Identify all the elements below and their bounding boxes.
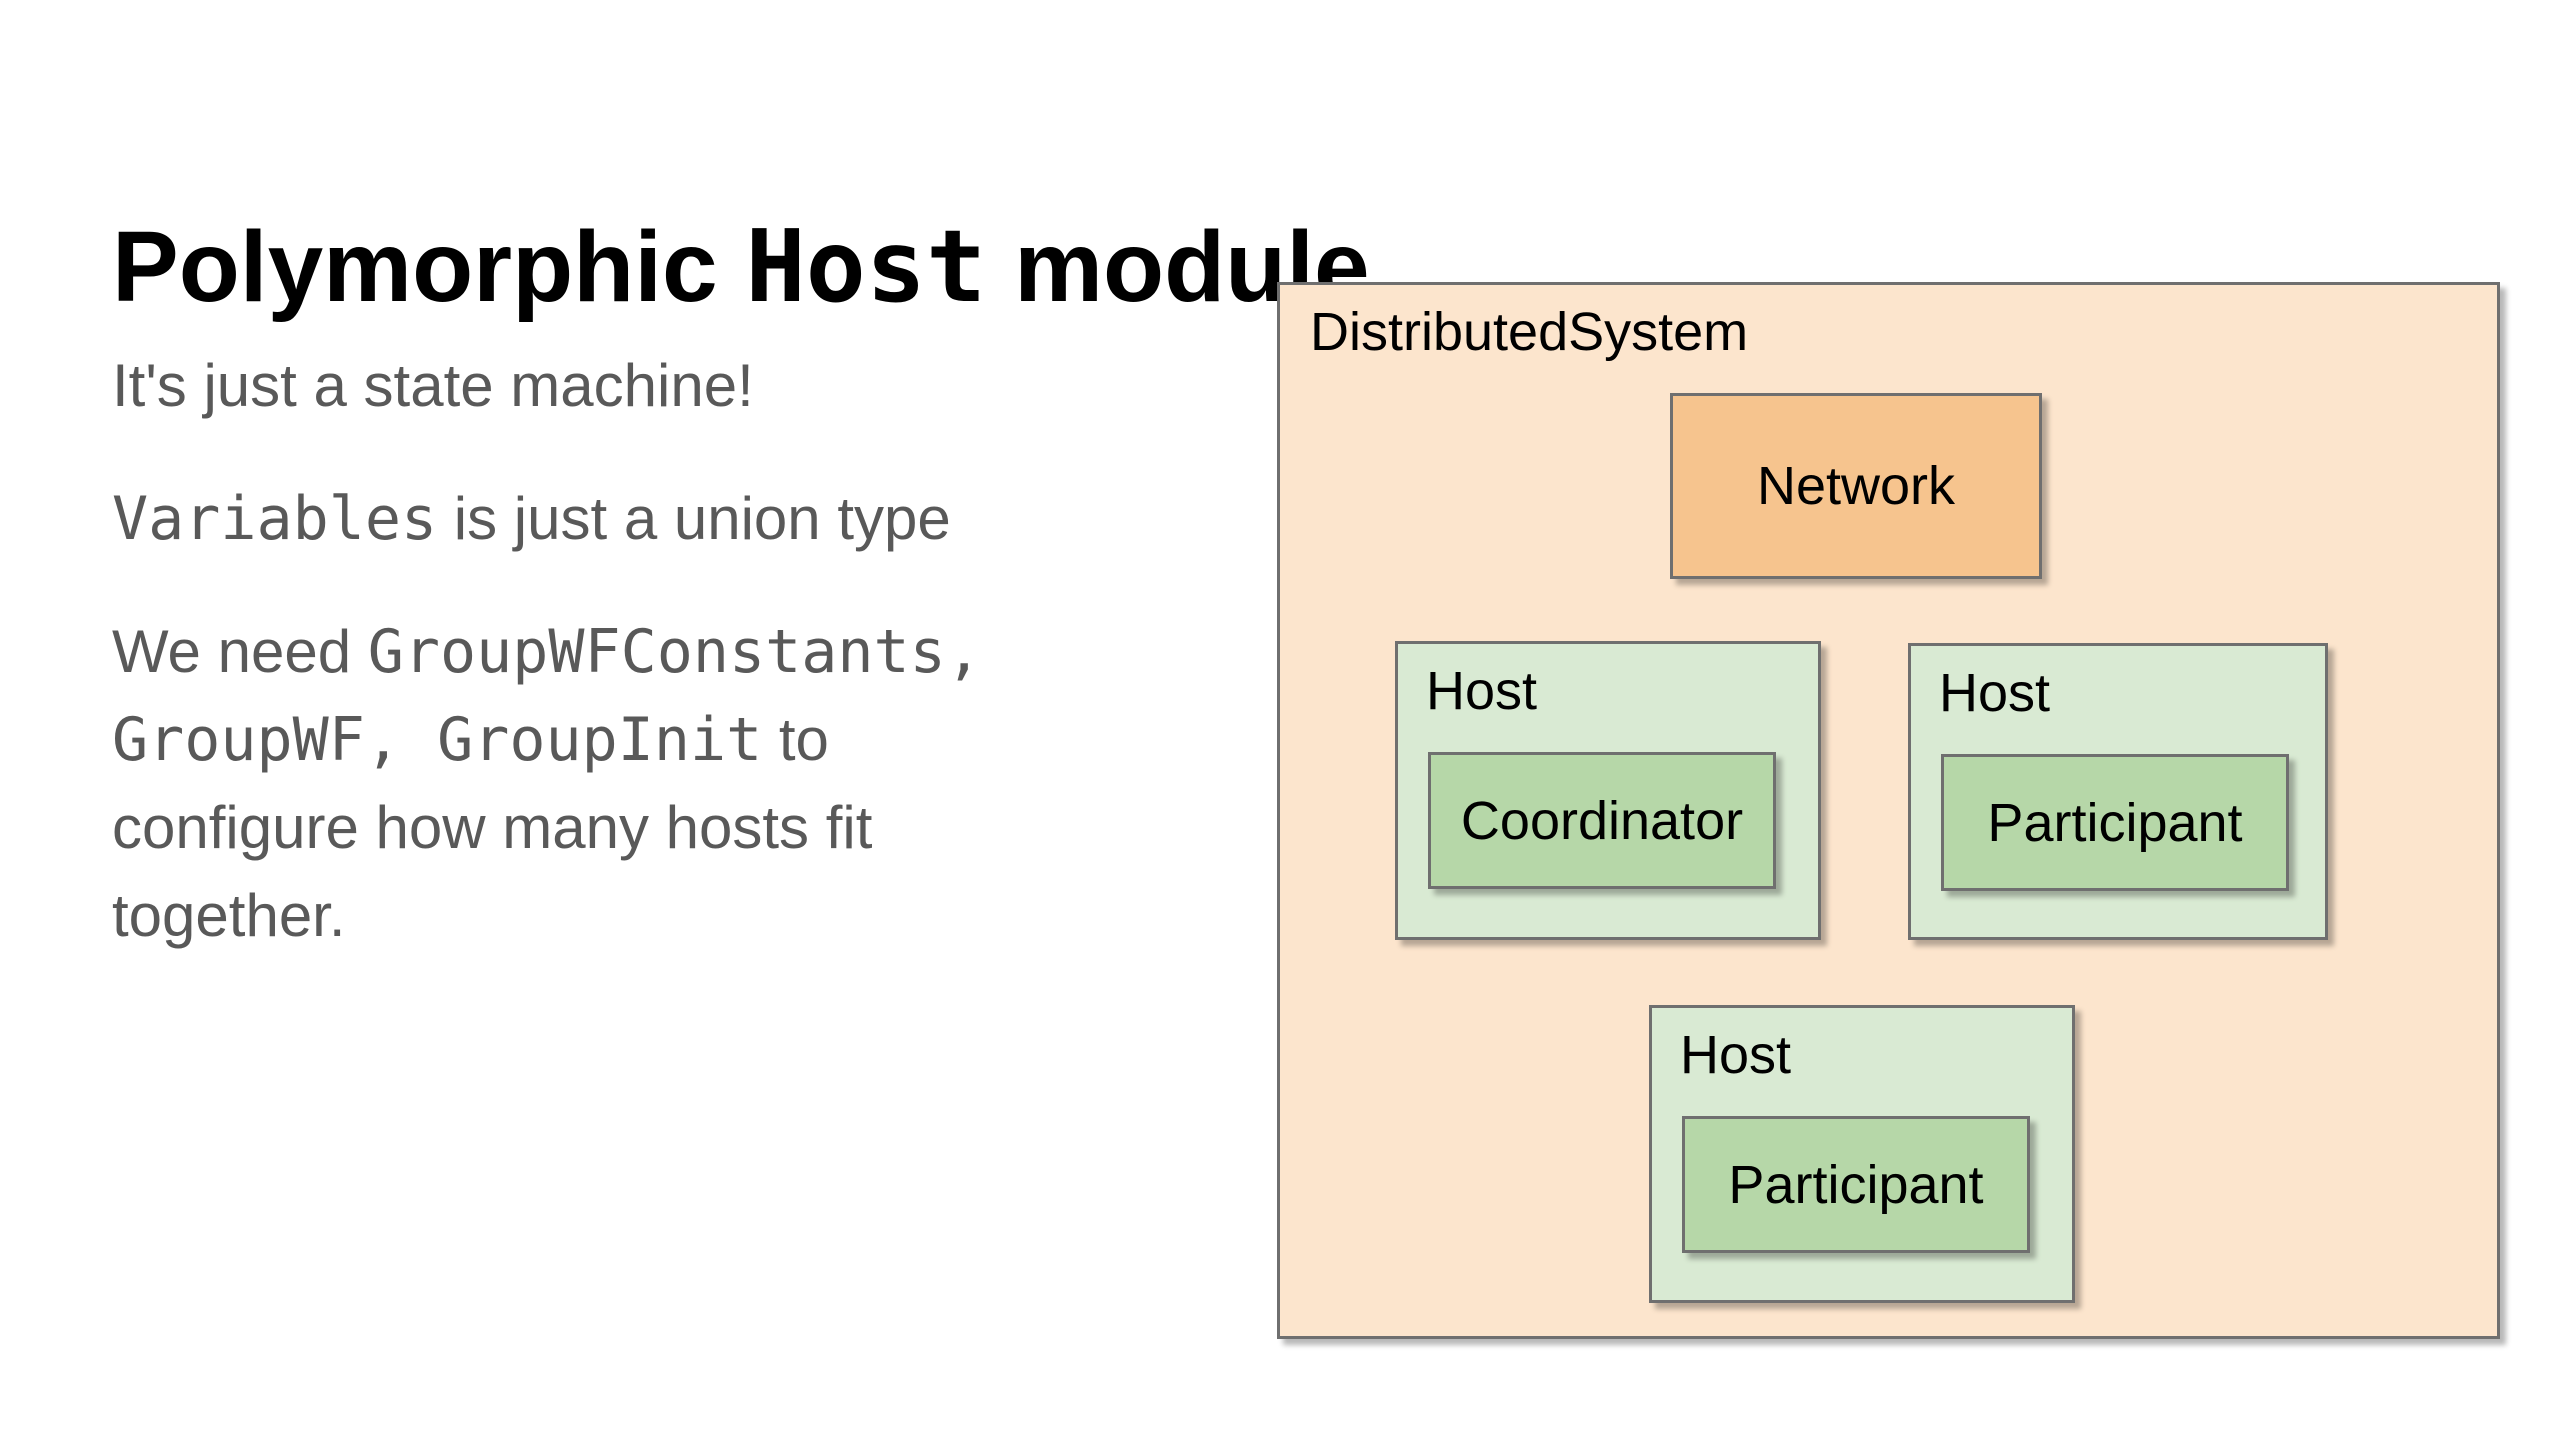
code-text: GroupWFConstants, xyxy=(367,617,982,687)
text-line: Polymorphic Host module xyxy=(112,207,1370,327)
text-line: GroupWF, GroupInit to xyxy=(112,696,1192,784)
participant-label: Participant xyxy=(1987,792,2243,853)
plain-text: We need xyxy=(112,618,368,685)
plain-text: Polymorphic xyxy=(112,211,746,323)
body-paragraph: We need GroupWFConstants,GroupWF, GroupI… xyxy=(112,608,1192,960)
plain-text: to xyxy=(762,706,829,773)
code-text: Variables xyxy=(112,484,438,554)
text-line: We need GroupWFConstants, xyxy=(112,608,1192,696)
distributed-system-box: DistributedSystem Network Host Coordinat… xyxy=(1277,282,2500,1339)
text-line: configure how many hosts fit xyxy=(112,784,1192,872)
network-box: Network xyxy=(1670,393,2042,579)
host-box-participant-right: Host Participant xyxy=(1908,643,2328,940)
host-label: Host xyxy=(1680,1025,1792,1085)
body-paragraph: It's just a state machine! xyxy=(112,342,1192,430)
participant-box-right: Participant xyxy=(1941,754,2289,891)
body-text-block: It's just a state machine! Variables is … xyxy=(112,342,1192,1005)
coordinator-label: Coordinator xyxy=(1460,790,1744,851)
host-label: Host xyxy=(1426,661,1538,721)
plain-text: It's just a state machine! xyxy=(112,352,754,419)
host-box-participant-bottom: Host Participant xyxy=(1649,1005,2075,1303)
text-line: Variables is just a union type xyxy=(112,475,1192,563)
code-text: GroupWF, GroupInit xyxy=(112,705,763,775)
network-label: Network xyxy=(1756,456,1956,516)
text-line: It's just a state machine! xyxy=(112,342,1192,430)
plain-text: configure how many hosts fit xyxy=(112,794,873,861)
coordinator-box: Coordinator xyxy=(1428,752,1776,889)
slide-title: Polymorphic Host module xyxy=(112,207,1370,327)
plain-text: together. xyxy=(112,882,346,949)
body-paragraph: Variables is just a union type xyxy=(112,475,1192,563)
plain-text: is just a union type xyxy=(437,485,951,552)
code-text: Host xyxy=(745,208,987,325)
host-label: Host xyxy=(1939,663,2051,723)
participant-label: Participant xyxy=(1728,1154,1984,1215)
text-line: together. xyxy=(112,872,1192,960)
participant-box-bottom: Participant xyxy=(1682,1116,2030,1253)
host-box-coordinator: Host Coordinator xyxy=(1395,641,1821,940)
distributed-system-label: DistributedSystem xyxy=(1310,302,1749,362)
